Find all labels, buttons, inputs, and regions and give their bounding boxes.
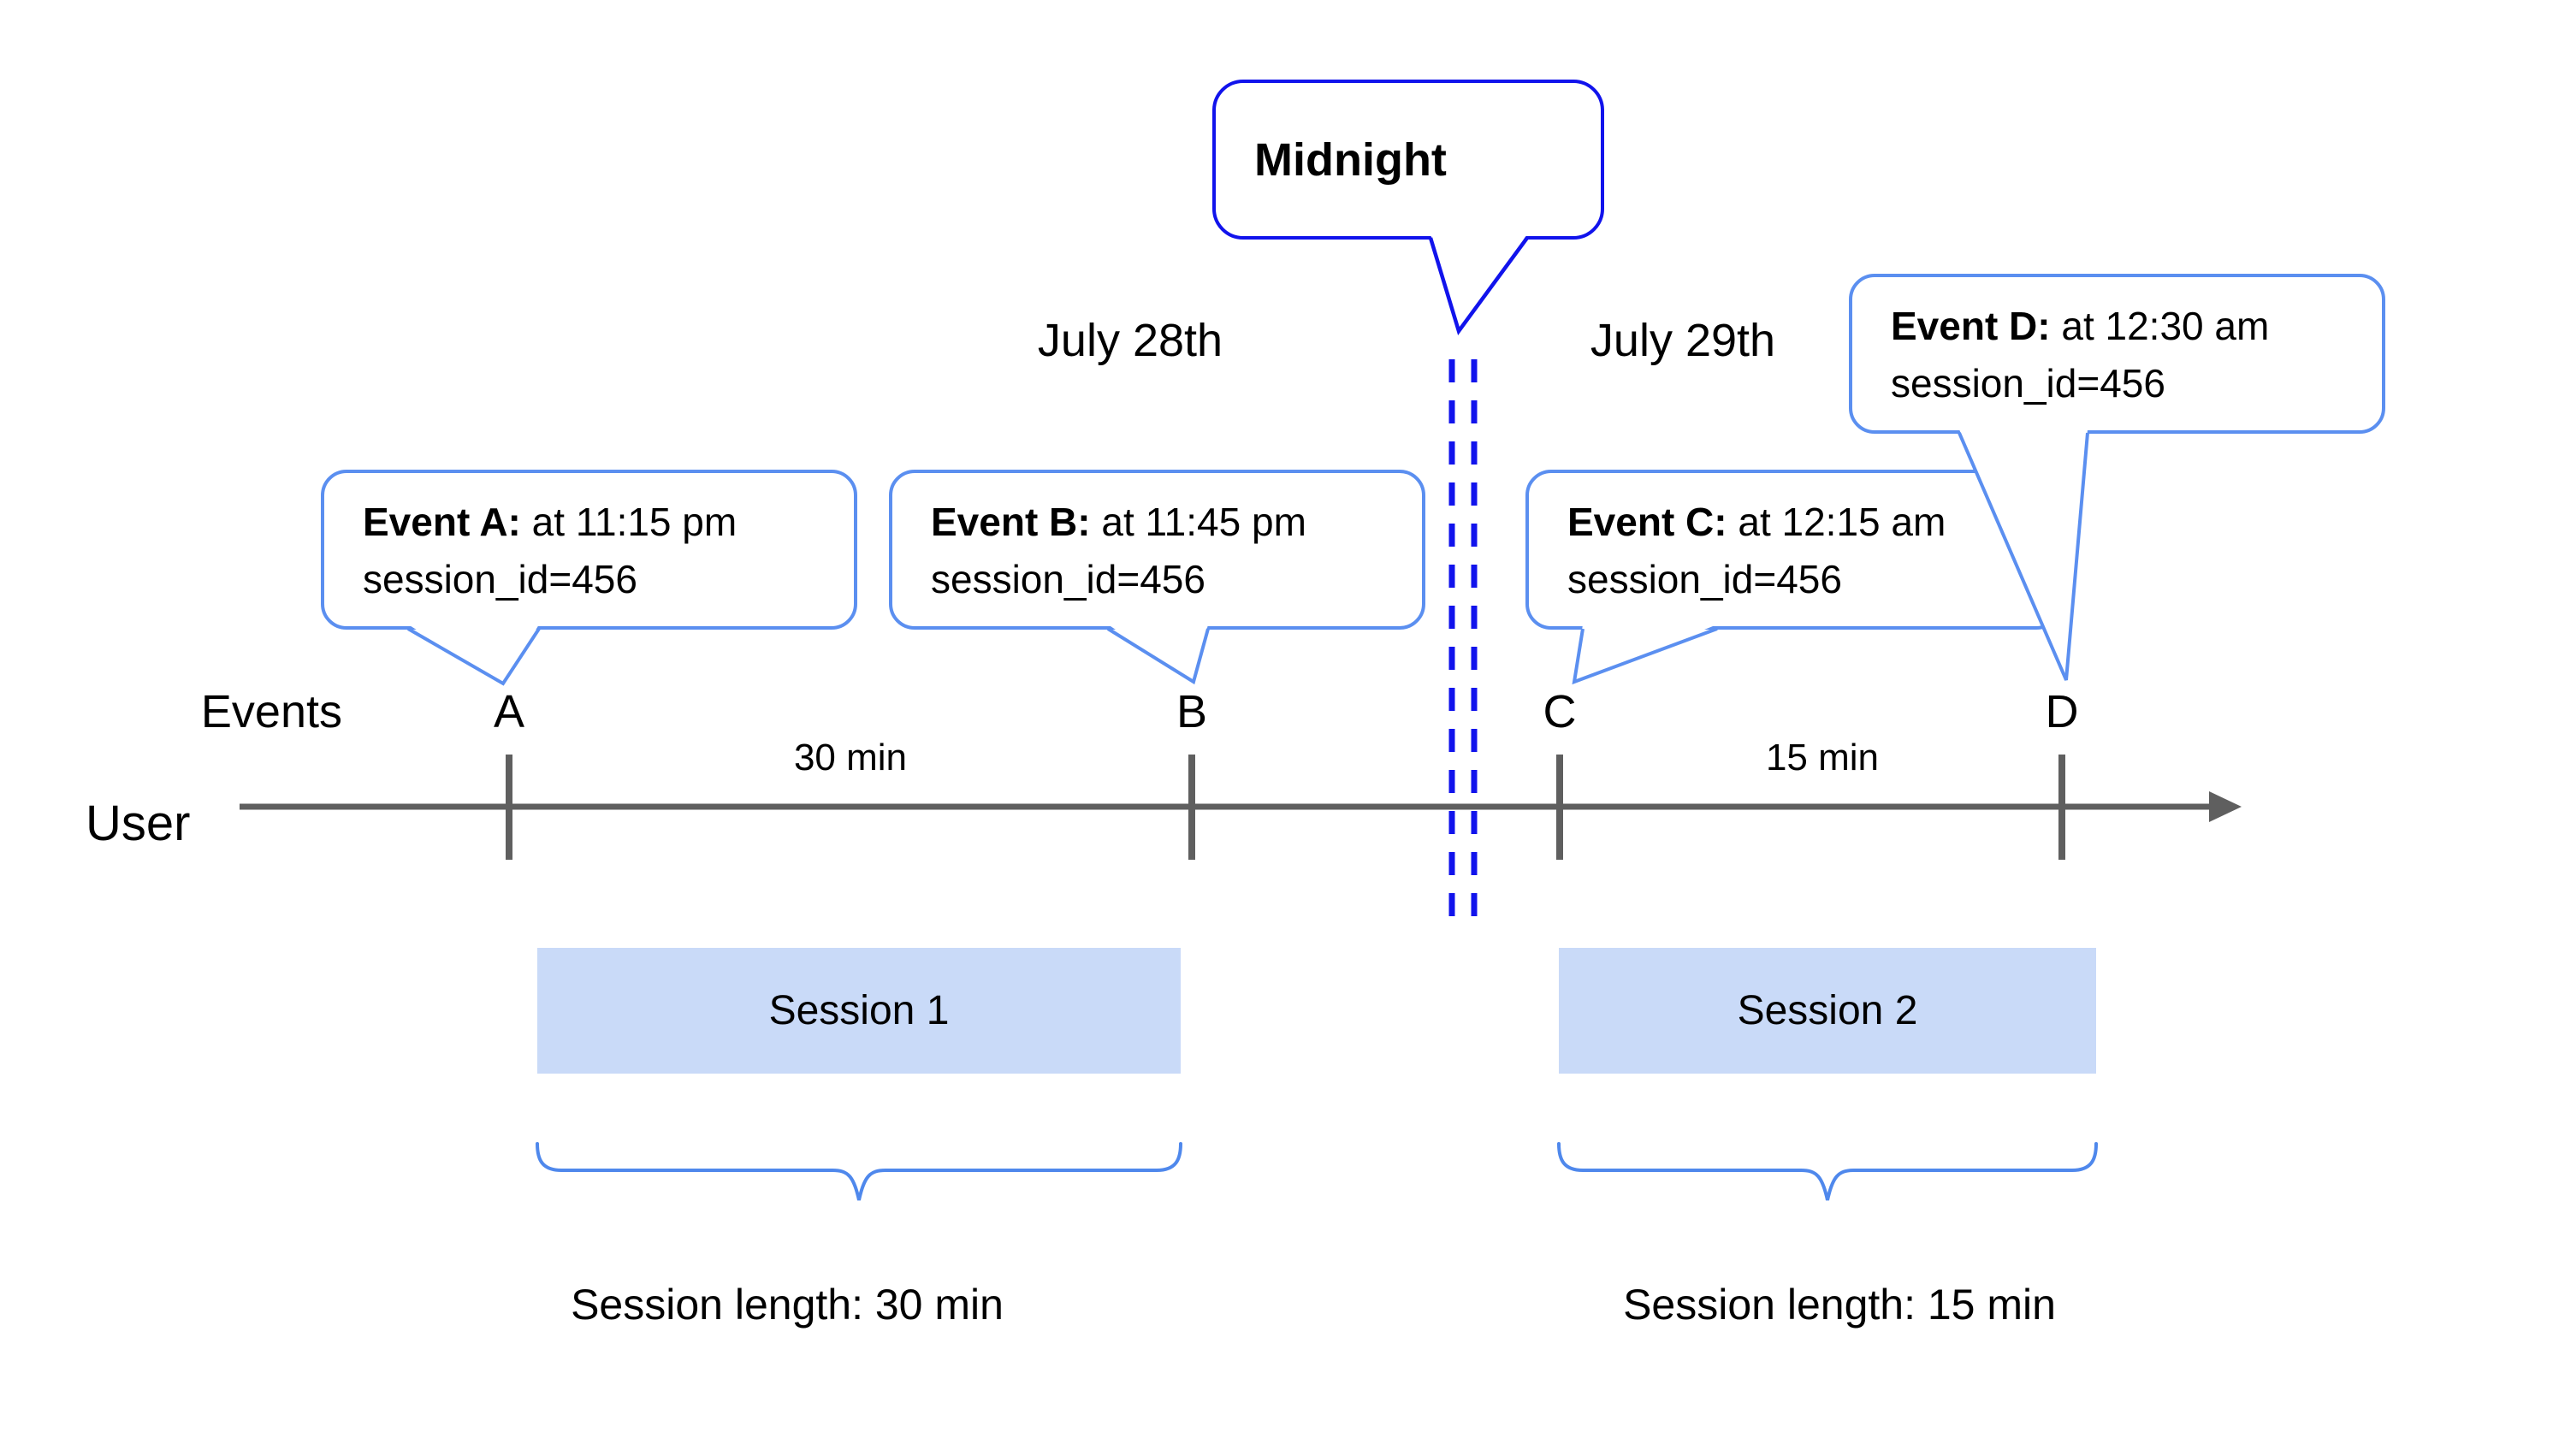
event-b-session-id: session_id=456 <box>931 557 1205 601</box>
session-1-brace <box>536 1142 1182 1201</box>
date-label-july-28: July 28th <box>1037 315 1223 366</box>
event-a-callout-tail <box>407 624 541 686</box>
event-a-callout: Event A: at 11:15 pm session_id=456 <box>321 470 857 630</box>
event-b-callout-tail <box>1106 624 1210 685</box>
interval-ab-label: 30 min <box>793 737 908 778</box>
event-b-callout-line1: Event B: at 11:45 pm <box>931 494 1405 551</box>
user-axis-label: User <box>86 796 191 851</box>
event-b-time: at 11:45 pm <box>1090 500 1306 544</box>
tick-label-c: C <box>1543 686 1577 737</box>
event-c-session-id: session_id=456 <box>1567 557 1842 601</box>
session-1-label: Session 1 <box>768 988 950 1033</box>
axis-arrowhead <box>2209 791 2242 822</box>
event-b-callout: Event B: at 11:45 pm session_id=456 <box>889 470 1425 630</box>
midnight-callout: Midnight <box>1212 80 1604 240</box>
tick-label-d: D <box>2045 686 2079 737</box>
midnight-callout-tail <box>1428 234 1529 335</box>
event-a-session-id: session_id=456 <box>363 557 637 601</box>
event-d-callout: Event D: at 12:30 am session_id=456 <box>1849 274 2385 434</box>
tick-label-a: A <box>493 686 525 737</box>
session-2-box: Session 2 <box>1559 948 2096 1074</box>
events-axis-label: Events <box>200 686 342 737</box>
event-c-callout-line1: Event C: at 12:15 am <box>1567 494 2041 551</box>
interval-cd-label: 15 min <box>1765 737 1880 778</box>
midnight-divider-dashed-lines <box>1448 359 1478 917</box>
session-2-length-label: Session length: 15 min <box>1623 1281 2056 1329</box>
event-c-time: at 12:15 am <box>1727 500 1946 544</box>
event-a-time: at 11:15 pm <box>520 500 737 544</box>
midnight-label: Midnight <box>1254 133 1447 186</box>
session-2-brace <box>1557 1142 2098 1201</box>
event-b-title: Event B: <box>931 500 1091 544</box>
session-1-box: Session 1 <box>537 948 1181 1074</box>
event-d-time: at 12:30 am <box>2050 304 2270 348</box>
event-c-title: Event C: <box>1567 500 1727 544</box>
event-d-session-id: session_id=456 <box>1891 361 2165 405</box>
event-d-title: Event D: <box>1891 304 2051 348</box>
tick-label-b: B <box>1176 686 1208 737</box>
event-d-callout-line1: Event D: at 12:30 am <box>1891 298 2365 355</box>
session-1-length-label: Session length: 30 min <box>571 1281 1004 1329</box>
user-timeline-axis <box>240 791 2242 822</box>
event-a-title: Event A: <box>363 500 521 544</box>
date-label-july-29: July 29th <box>1590 315 1776 366</box>
event-a-callout-line1: Event A: at 11:15 pm <box>363 494 837 551</box>
session-2-label: Session 2 <box>1737 988 1918 1033</box>
event-c-callout: Event C: at 12:15 am session_id=456 <box>1525 470 2062 630</box>
event-c-callout-tail <box>1572 624 1718 685</box>
